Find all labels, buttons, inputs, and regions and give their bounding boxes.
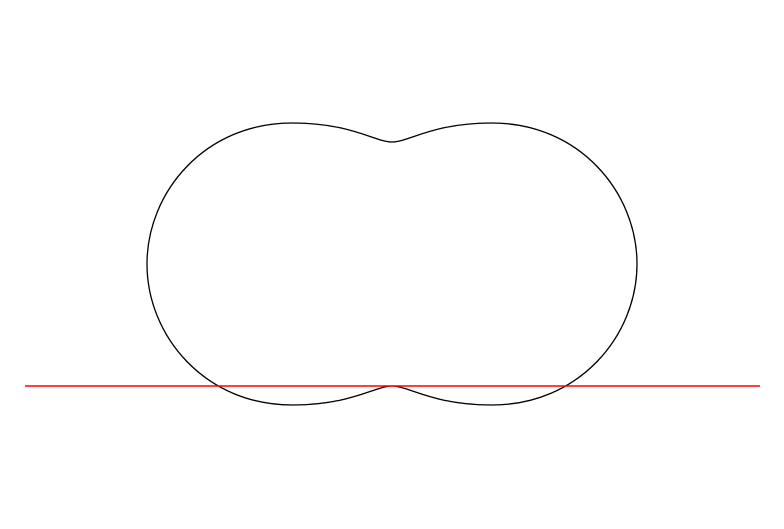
peanut-oval-curve <box>146 122 638 406</box>
